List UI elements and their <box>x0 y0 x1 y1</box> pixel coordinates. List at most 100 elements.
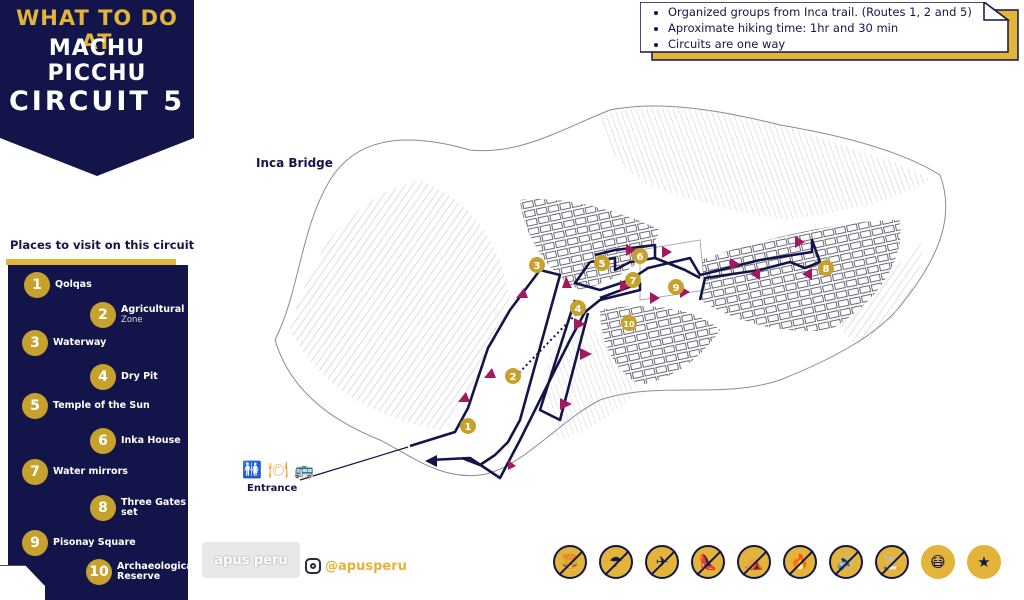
place-item-8: 8 Three Gates set <box>90 495 186 521</box>
no-umbrella-icon: ☂ <box>599 545 633 579</box>
place-number: 6 <box>90 428 116 454</box>
entrance-label: Entrance <box>247 483 298 494</box>
map-marker-4: 4 <box>570 300 586 316</box>
terraces-west <box>290 180 510 430</box>
site-map: 1 2 3 4 5 6 7 8 9 10 <box>274 105 947 481</box>
map-marker-10: 10 <box>621 315 637 331</box>
info-item: Circuits are one way <box>668 36 972 52</box>
map-marker-9: 9 <box>668 279 684 295</box>
map-marker-7: 7 <box>625 272 641 288</box>
inca-bridge-label: Inca Bridge <box>256 156 333 170</box>
svg-text:4: 4 <box>575 304 582 315</box>
info-box: Organized groups from Inca trail. (Route… <box>640 2 1020 61</box>
info-item: Aproximate hiking time: 1hr and 30 min <box>668 20 972 36</box>
place-name: Water mirrors <box>53 466 128 477</box>
svg-text:10: 10 <box>623 320 635 329</box>
no-tripod-icon: ⛺ <box>737 545 771 579</box>
place-name: Inka House <box>121 435 181 446</box>
map-marker-3: 3 <box>529 257 545 273</box>
no-drone-icon: ✈ <box>645 545 679 579</box>
svg-text:6: 6 <box>637 252 644 263</box>
info-box-frame <box>640 2 1019 61</box>
no-smoking-icon: 🚬 <box>875 545 909 579</box>
info-list: Organized groups from Inca trail. (Route… <box>650 4 972 52</box>
panel-accent <box>6 259 176 265</box>
place-name: Three Gates set <box>121 497 186 518</box>
brand-logo: apus peru <box>202 542 300 578</box>
place-name: Qolqas <box>55 279 92 290</box>
place-item-10: 10 Archaeological Reserve <box>86 559 196 585</box>
places-title: Places to visit on this circuit <box>10 238 195 252</box>
place-number: 4 <box>90 364 116 390</box>
place-number: 9 <box>22 530 48 556</box>
svg-text:1: 1 <box>465 422 472 433</box>
place-item-4: 4 Dry Pit <box>90 364 158 390</box>
place-item-9: 9 Pisonay Square <box>22 530 136 556</box>
dotted-route <box>511 307 583 381</box>
mask-icon: 😷 <box>921 545 955 579</box>
svg-text:2: 2 <box>510 372 517 383</box>
map-marker-8: 8 <box>818 260 834 276</box>
no-loud-sound-icon: 🔊 <box>829 545 863 579</box>
svg-text:3: 3 <box>534 261 541 272</box>
buildings-central <box>520 199 660 290</box>
no-food-icon: 🍔 <box>553 545 587 579</box>
place-name: Agricultural <box>121 304 185 315</box>
title-line-2: MACHU PICCHU <box>47 36 147 86</box>
instagram-handle: @apusperu <box>325 558 407 574</box>
instagram-icon <box>305 558 321 574</box>
svg-text:5: 5 <box>599 259 606 270</box>
place-item-3: 3 Waterway <box>22 330 106 356</box>
route-path <box>409 238 822 480</box>
site-markers: 1 2 3 4 5 6 7 8 9 10 <box>460 248 834 434</box>
food-icon: 🍽 <box>267 459 289 479</box>
place-item-6: 6 Inka House <box>90 428 181 454</box>
no-fire-icon: 🔥 <box>783 545 817 579</box>
map-marker-5: 5 <box>594 255 610 271</box>
terraces-east <box>836 240 922 345</box>
terraces-north <box>600 107 930 220</box>
place-item-1: 1 Qolqas <box>24 272 92 298</box>
info-item: Organized groups from Inca trail. (Route… <box>668 4 972 20</box>
place-name: Dry Pit <box>121 371 158 382</box>
place-number: 8 <box>90 495 116 521</box>
prohibited-items: 🍔 ☂ ✈ 👠 ⛺ 🔥 🔊 🚬 😷 ★ <box>553 545 1001 579</box>
restroom-icon: 🚻 <box>242 459 262 479</box>
no-heels-icon: 👠 <box>691 545 725 579</box>
place-number: 5 <box>22 393 48 419</box>
title-line-1: WHAT TO DO AT <box>16 6 178 54</box>
entrance-arrow <box>425 455 437 467</box>
place-number: 7 <box>22 459 48 485</box>
map-marker-1: 1 <box>460 418 476 434</box>
svg-text:9: 9 <box>673 283 680 294</box>
place-subtitle: Zone <box>121 315 143 325</box>
svg-text:8: 8 <box>823 264 830 275</box>
place-number: 3 <box>22 330 48 356</box>
place-name: Pisonay Square <box>53 537 136 548</box>
place-number: 10 <box>86 559 112 585</box>
direction-arrows <box>458 236 812 470</box>
buildings-east <box>700 220 901 331</box>
corner-fold <box>0 565 45 600</box>
instagram-link[interactable]: @apusperu <box>305 558 407 574</box>
place-number: 1 <box>24 272 50 298</box>
place-item-7: 7 Water mirrors <box>22 459 128 485</box>
place-name: Waterway <box>53 337 107 348</box>
place-number: 2 <box>90 302 116 328</box>
place-name: Archaeological Reserve <box>117 561 196 582</box>
brand-name: apus peru <box>214 552 288 568</box>
place-name: Temple of the Sun <box>53 400 150 411</box>
svg-text:7: 7 <box>630 276 637 287</box>
banner-shape <box>0 0 194 176</box>
place-item-5: 5 Temple of the Sun <box>22 393 150 419</box>
brand-badge-icon: ★ <box>967 545 1001 579</box>
map-marker-2: 2 <box>505 368 521 384</box>
entrance-facilities: 🚻 🍽 🚌 <box>241 458 315 480</box>
circuit-title: CIRCUIT 5 <box>8 86 186 117</box>
bus-icon: 🚌 <box>294 459 314 479</box>
map-marker-6: 6 <box>632 248 648 264</box>
entrance-pointer <box>299 446 409 481</box>
title-banner: WHAT TO DO AT MACHU PICCHU CIRCUIT 5 <box>0 0 194 176</box>
